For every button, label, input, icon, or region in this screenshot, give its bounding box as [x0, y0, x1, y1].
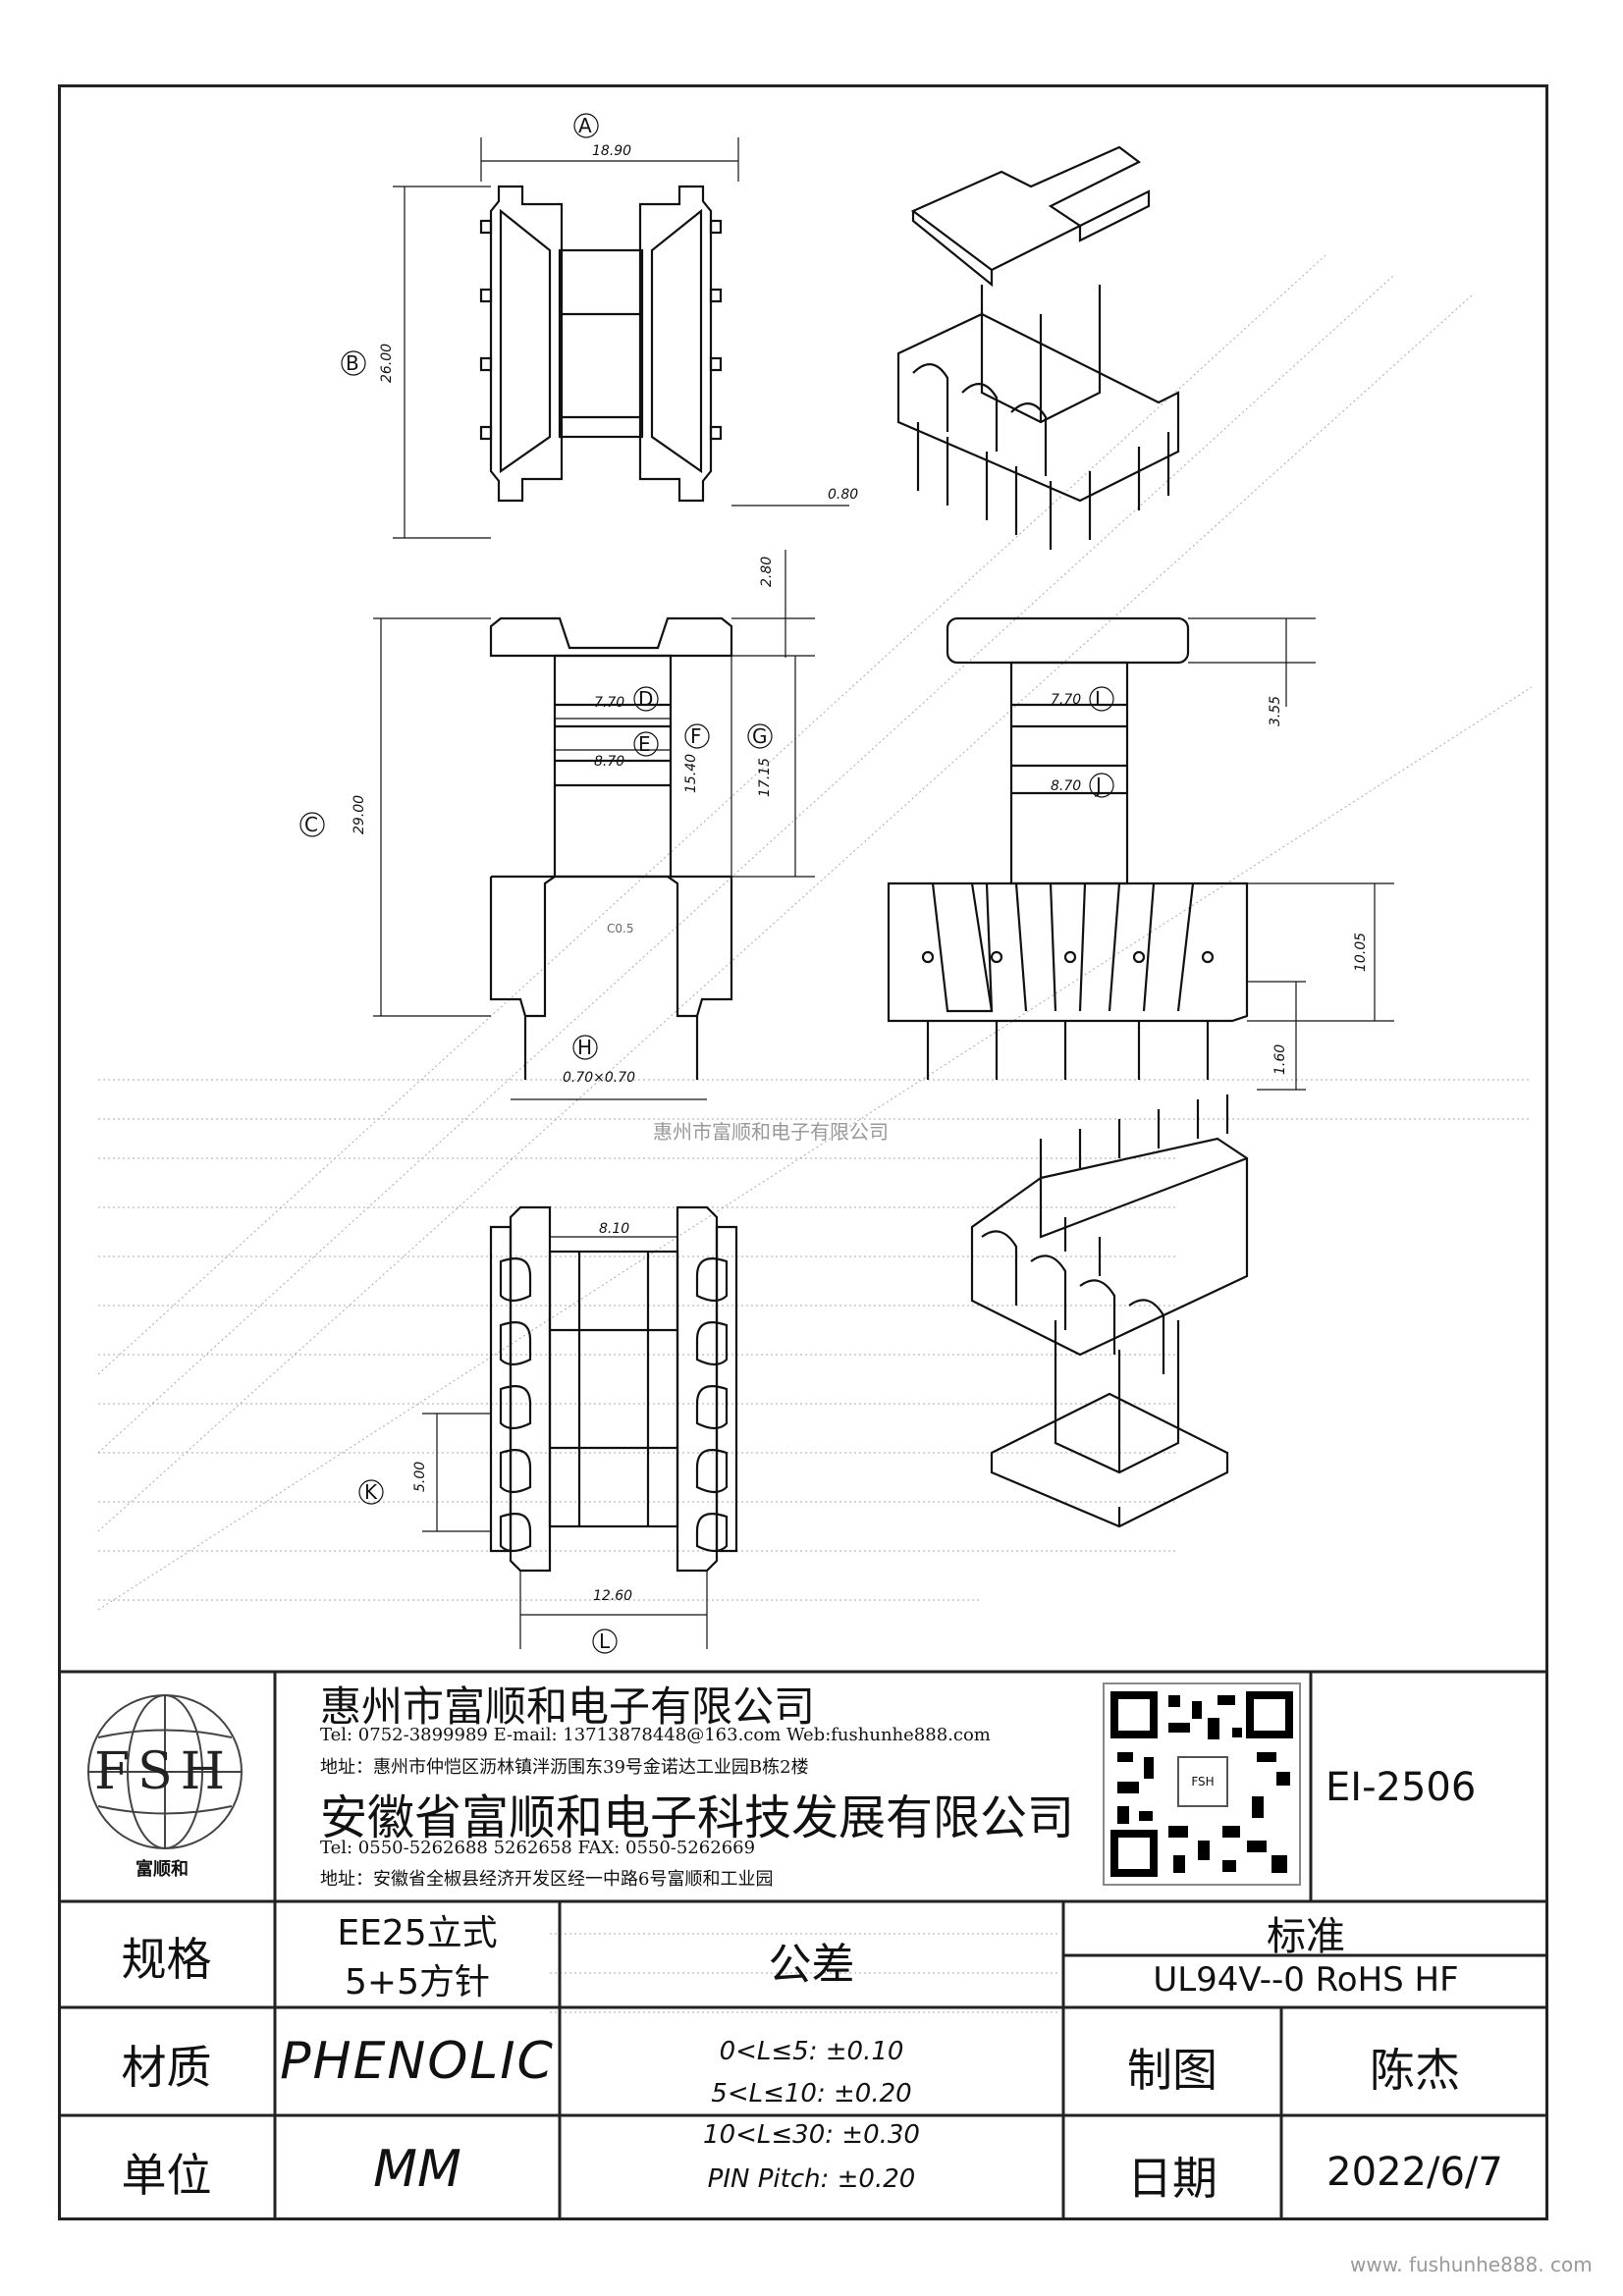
dim-bottom-810: 8.10 — [599, 1221, 629, 1237]
dim-flange-gap: 2.80 — [759, 557, 775, 587]
dim-pin-size: 0.70×0.70 — [563, 1070, 635, 1086]
dim-f: 15.40 — [683, 754, 699, 793]
iso-view-bottom — [970, 1095, 1249, 1528]
watermark-mid: 惠州市富顺和电子有限公司 — [653, 1120, 889, 1144]
spec-value-1: EE25立式 — [337, 1913, 498, 1953]
logo-name: 富顺和 — [135, 1859, 189, 1880]
dim-j: 8.70 — [1051, 778, 1081, 794]
side-view — [887, 616, 1249, 1080]
company2-contact: Tel: 0550-5262688 5262658 FAX: 0550-5262… — [320, 1838, 756, 1858]
dim-d: 7.70 — [594, 695, 624, 711]
logo-letters: FSH — [94, 1742, 234, 1801]
top-view-dims — [341, 113, 849, 539]
iso-view-top — [896, 145, 1180, 550]
dim-side-1005: 10.05 — [1353, 933, 1369, 972]
bubble-i: I — [1095, 687, 1101, 711]
top-view — [479, 185, 723, 503]
dim-total-height: 29.00 — [352, 795, 367, 834]
globe-logo-icon — [87, 1694, 243, 1849]
side-view-dims — [1089, 617, 1394, 1091]
tolerance-label: 公差 — [768, 1940, 855, 1990]
spec-label: 规格 — [121, 1933, 212, 1986]
date-label: 日期 — [1127, 2152, 1217, 2205]
dim-g: 17.15 — [757, 758, 773, 797]
standard-value: UL94V--0 RoHS HF — [1153, 1960, 1459, 2000]
bubble-j: J — [1094, 774, 1102, 797]
dim-chamfer: C0.5 — [607, 922, 633, 935]
bubble-k: K — [364, 1480, 378, 1504]
bubble-l: L — [599, 1629, 611, 1653]
standard-label: 标准 — [1267, 1914, 1345, 1959]
bubble-a: A — [578, 114, 592, 137]
front-view — [489, 616, 733, 1080]
front-view-dims — [299, 550, 815, 1100]
material-label: 材质 — [121, 2041, 212, 2094]
tolerance-line-1: 0<L≤5: ±0.10 — [719, 2037, 904, 2066]
company2-name: 安徽省富顺和电子科技发展有限公司 — [320, 1790, 1075, 1845]
company1-contact: Tel: 0752-3899989 E-mail: 13713878448@16… — [320, 1725, 991, 1745]
bubble-f: F — [690, 724, 702, 748]
dim-i: 7.70 — [1051, 692, 1081, 708]
dim-e: 8.70 — [594, 754, 624, 770]
dim-pin-offset: 0.80 — [828, 487, 858, 503]
website-footer: www. fushunhe888. com — [1350, 2253, 1593, 2276]
unit-value: MM — [373, 2140, 461, 2199]
drawing-frame — [58, 84, 1548, 2220]
spec-value-2: 5+5方针 — [345, 1962, 490, 2002]
date-value: 2022/6/7 — [1326, 2150, 1503, 2195]
bottom-view-dims — [358, 1207, 708, 1654]
bubble-h: H — [577, 1036, 592, 1059]
qr-code-icon — [1103, 1682, 1301, 1886]
dim-bottom-500: 5.00 — [412, 1462, 428, 1492]
bubble-c: C — [304, 813, 318, 836]
company1-name: 惠州市富顺和电子有限公司 — [320, 1682, 816, 1731]
bubble-g: G — [752, 724, 768, 748]
company1-address: 地址：惠州市仲恺区沥林镇泮沥围东39号金诺达工业园B栋2楼 — [320, 1757, 809, 1778]
company2-address: 地址：安徽省全椒县经济开发区经一中路6号富顺和工业园 — [320, 1869, 774, 1890]
bubble-e: E — [638, 732, 651, 756]
dim-height-top: 26.00 — [379, 344, 395, 383]
dim-bottom-1260: 12.60 — [593, 1588, 632, 1604]
dim-width-top: 18.90 — [592, 143, 631, 159]
unit-label: 单位 — [121, 2149, 212, 2202]
tolerance-line-2: 5<L≤10: ±0.20 — [711, 2079, 912, 2109]
tolerance-line-3: 10<L≤30: ±0.30 — [703, 2120, 920, 2150]
tolerance-line-4: PIN Pitch: ±0.20 — [707, 2164, 916, 2194]
bubble-d: D — [638, 687, 653, 711]
part-number: EI-2506 — [1325, 1765, 1477, 1810]
dim-side-160: 1.60 — [1272, 1044, 1288, 1075]
qr-center-label: FSH — [1191, 1775, 1215, 1789]
drawer-label: 制图 — [1127, 2044, 1217, 2097]
dim-side-355: 3.55 — [1268, 696, 1283, 726]
material-value: PHENOLIC — [280, 2032, 555, 2091]
drawer-value: 陈杰 — [1370, 2044, 1460, 2097]
bubble-b: B — [346, 351, 359, 375]
